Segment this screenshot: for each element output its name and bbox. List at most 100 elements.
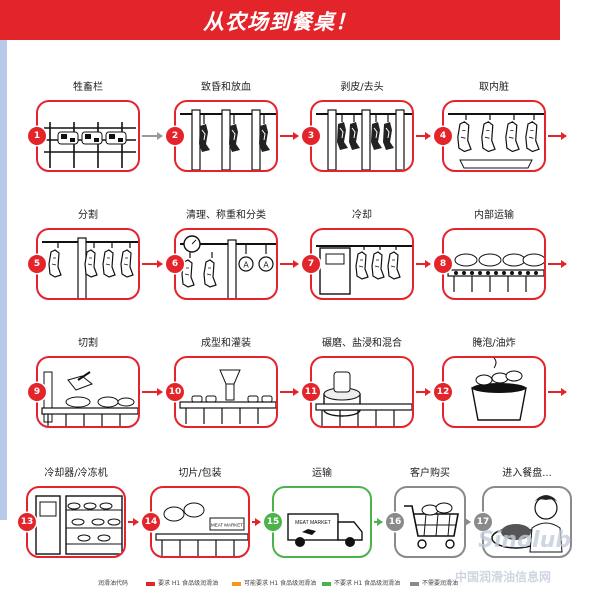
legend-label: 不要求 H1 食品级润滑油	[334, 580, 401, 587]
step-panel	[174, 100, 278, 172]
step-label: 进入餐盘...	[502, 468, 552, 479]
legend-label: 不需要润滑油	[422, 580, 459, 587]
step-panel	[36, 356, 140, 428]
package-label: MEAT MARKET	[211, 523, 243, 528]
step-label: 牲畜栏	[73, 82, 103, 93]
legend-swatch	[322, 581, 331, 586]
flow-arrow	[280, 388, 299, 396]
flow-arrow	[416, 132, 431, 140]
flow-arrow	[416, 260, 431, 268]
step-label: 腌泡/油炸	[472, 338, 516, 349]
flow-arrow	[416, 388, 431, 396]
flow-arrow	[548, 132, 567, 140]
flow-arrow	[374, 518, 383, 526]
flow-arrow	[465, 518, 471, 526]
step-label: 切割	[78, 338, 98, 349]
step-panel	[36, 100, 140, 172]
step-illustration	[404, 502, 459, 549]
step-illustration	[447, 253, 544, 292]
step-number-badge: 5	[28, 255, 46, 273]
step-panel	[36, 228, 140, 300]
step-panel	[310, 100, 414, 172]
scale-mark: A	[263, 261, 269, 270]
step-illustration	[35, 495, 123, 555]
step-number-badge: 12	[434, 383, 452, 401]
step-label: 运输	[312, 468, 332, 479]
step-number-badge: 16	[386, 513, 404, 531]
step-label: 碾磨、盐浸和混合	[322, 338, 402, 349]
step-panel	[442, 228, 546, 300]
flow-arrow	[142, 132, 163, 140]
title-banner: 从农场到餐桌！	[0, 0, 560, 40]
step-number-badge: 4	[434, 127, 452, 145]
legend-label: 可能要求 H1 食品级润滑油	[244, 580, 317, 587]
step-number-badge: 10	[166, 383, 184, 401]
step-illustration: MEAT MARKET	[155, 502, 248, 556]
step-illustration	[316, 245, 412, 295]
legend-label: 要求 H1 食品级润滑油	[158, 580, 219, 587]
step-illustration	[179, 369, 276, 424]
step-label: 成型和灌装	[201, 338, 251, 349]
step-number-badge: 13	[18, 513, 36, 531]
flow-arrow	[252, 518, 261, 526]
step-label: 内部运输	[474, 210, 514, 221]
scale-mark: A	[243, 261, 249, 270]
step-number-badge: 7	[302, 255, 320, 273]
step-label: 冷却	[352, 210, 372, 221]
step-number-badge: 2	[166, 127, 184, 145]
left-accent-bar	[0, 40, 7, 520]
legend-item: 不要求 H1 食品级润滑油	[322, 578, 400, 587]
step-number-badge: 3	[302, 127, 320, 145]
flow-arrow	[548, 388, 567, 396]
flow-arrow	[280, 132, 299, 140]
step-panel	[442, 100, 546, 172]
step-illustration: MEAT MARKET	[287, 513, 363, 547]
legend-item: 要求 H1 食品级润滑油	[146, 578, 218, 587]
legend-swatch	[146, 581, 155, 586]
step-illustration	[44, 122, 136, 168]
step-number-badge: 17	[474, 513, 492, 531]
step-label: 切片/包装	[178, 468, 222, 479]
step-panel	[310, 228, 414, 300]
step-number-badge: 6	[166, 255, 184, 273]
step-label: 分割	[78, 210, 98, 221]
step-label: 冷却器/冷冻机	[44, 468, 108, 479]
step-label: 客户购买	[410, 468, 450, 479]
step-number-badge: 14	[142, 513, 160, 531]
step-number-badge: 15	[264, 513, 282, 531]
step-illustration	[316, 109, 412, 170]
step-panel	[310, 356, 414, 428]
step-number-badge: 9	[28, 383, 46, 401]
flow-arrow	[280, 260, 299, 268]
legend-swatch	[410, 581, 419, 586]
step-label: 致昏和放血	[201, 82, 251, 93]
step-panel	[442, 356, 546, 428]
legend-item: 不需要润滑油	[410, 578, 458, 587]
step-illustration	[41, 371, 138, 426]
step-label: 剥皮/去头	[340, 82, 384, 93]
step-panel: MEAT MARKET	[272, 486, 372, 558]
step-illustration	[471, 358, 527, 421]
watermark-logo: Sinolub	[478, 528, 572, 553]
step-number-badge: 1	[28, 127, 46, 145]
flow-arrow	[548, 260, 567, 268]
flow-arrow	[142, 388, 163, 396]
step-panel	[174, 356, 278, 428]
step-panel	[26, 486, 126, 558]
step-illustration	[315, 371, 412, 426]
step-label: 取内脏	[479, 82, 509, 93]
step-illustration	[448, 113, 544, 169]
step-panel	[394, 486, 466, 558]
step-illustration	[491, 495, 563, 553]
step-number-badge: 11	[302, 383, 320, 401]
truck-sign: MEAT MARKET	[295, 520, 331, 526]
step-illustration	[180, 109, 276, 170]
step-number-badge: 8	[434, 255, 452, 273]
flow-arrow	[128, 518, 139, 526]
step-panel	[482, 486, 572, 558]
page-title: 从农场到餐桌！	[203, 10, 357, 34]
step-panel: MEAT MARKET	[150, 486, 250, 558]
legend-swatch	[232, 581, 241, 586]
